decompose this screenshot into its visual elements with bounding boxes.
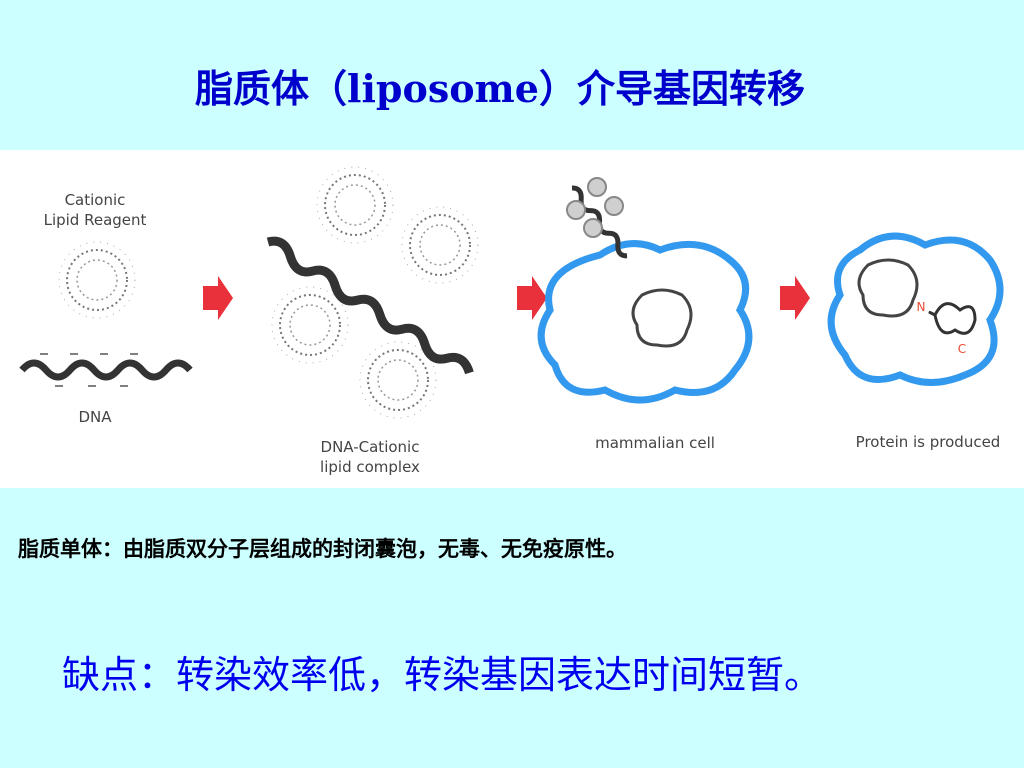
complex-dna-helix: [250, 238, 490, 372]
liposome-transfection-diagram: Cationic Lipid Reagent DNA DNA-Cationic …: [0, 150, 1024, 488]
complex-liposome-2: [402, 207, 478, 283]
arrow-1: [203, 276, 233, 320]
arrow-3: [780, 276, 810, 320]
cationic-liposome: [59, 242, 135, 318]
dna-helix: [22, 363, 190, 377]
cell-label: mammalian cell: [575, 433, 735, 453]
protein-label: Protein is produced: [838, 432, 1018, 452]
n-terminus-label: N: [914, 297, 928, 317]
dna-label: DNA: [60, 407, 130, 427]
lipid-particle-4: [584, 219, 602, 237]
dna-charges: [40, 354, 138, 386]
complex-liposome-1: [317, 167, 393, 243]
liposome-description: 脂质单体：由脂质双分子层组成的封闭囊泡，无毒、无免疫原性。: [18, 533, 627, 563]
slide-title: 脂质体（liposome）介导基因转移: [0, 58, 1000, 113]
lipid-particle-2: [567, 201, 585, 219]
arrow-2: [517, 276, 547, 320]
complex-label: DNA-Cationic lipid complex: [305, 437, 435, 477]
c-terminus-label: C: [955, 339, 969, 359]
lipid-particle-3: [605, 197, 623, 215]
reagent-label: Cationic Lipid Reagent: [30, 190, 160, 230]
nucleus-2: [859, 260, 917, 316]
nucleus: [633, 290, 691, 346]
lipid-particle-1: [588, 178, 606, 196]
drawback-text: 缺点：转染效率低，转染基因表达时间短暂。: [62, 644, 822, 699]
